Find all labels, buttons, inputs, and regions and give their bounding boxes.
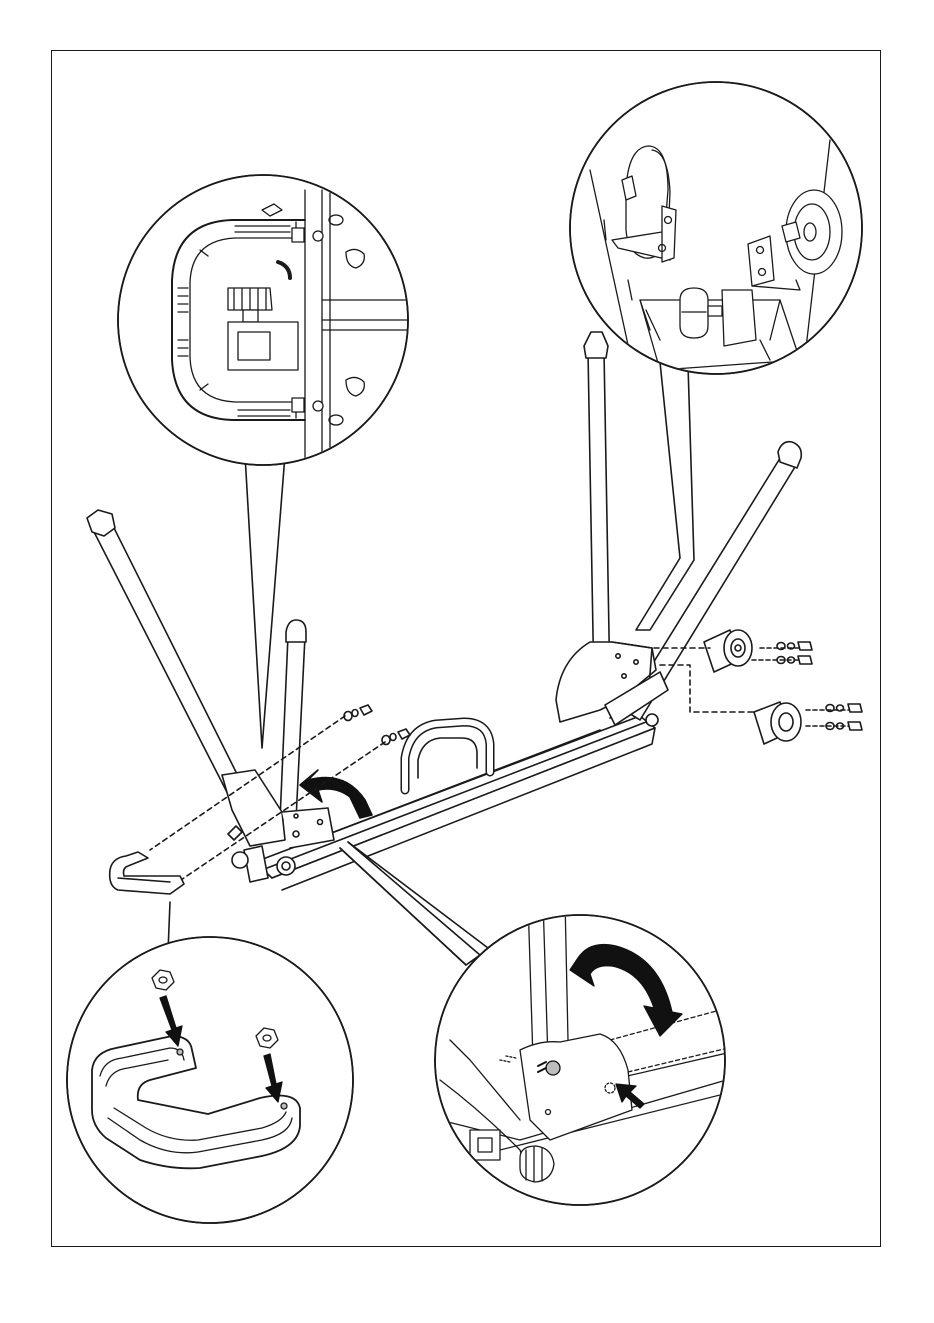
transport-wheel-lower (754, 702, 862, 744)
main-rail (255, 716, 655, 890)
wheels-detail-callout (570, 82, 862, 630)
foot-cap-detail-callout (67, 902, 353, 1223)
transport-wheel-upper (704, 630, 812, 672)
foot-cap-part (110, 852, 184, 894)
pivot-detail-callout (340, 842, 740, 1205)
left-front-leg (87, 510, 250, 808)
left-upright-tube (280, 620, 306, 820)
right-mount-bracket (556, 642, 668, 726)
right-upright-tube (584, 332, 612, 692)
